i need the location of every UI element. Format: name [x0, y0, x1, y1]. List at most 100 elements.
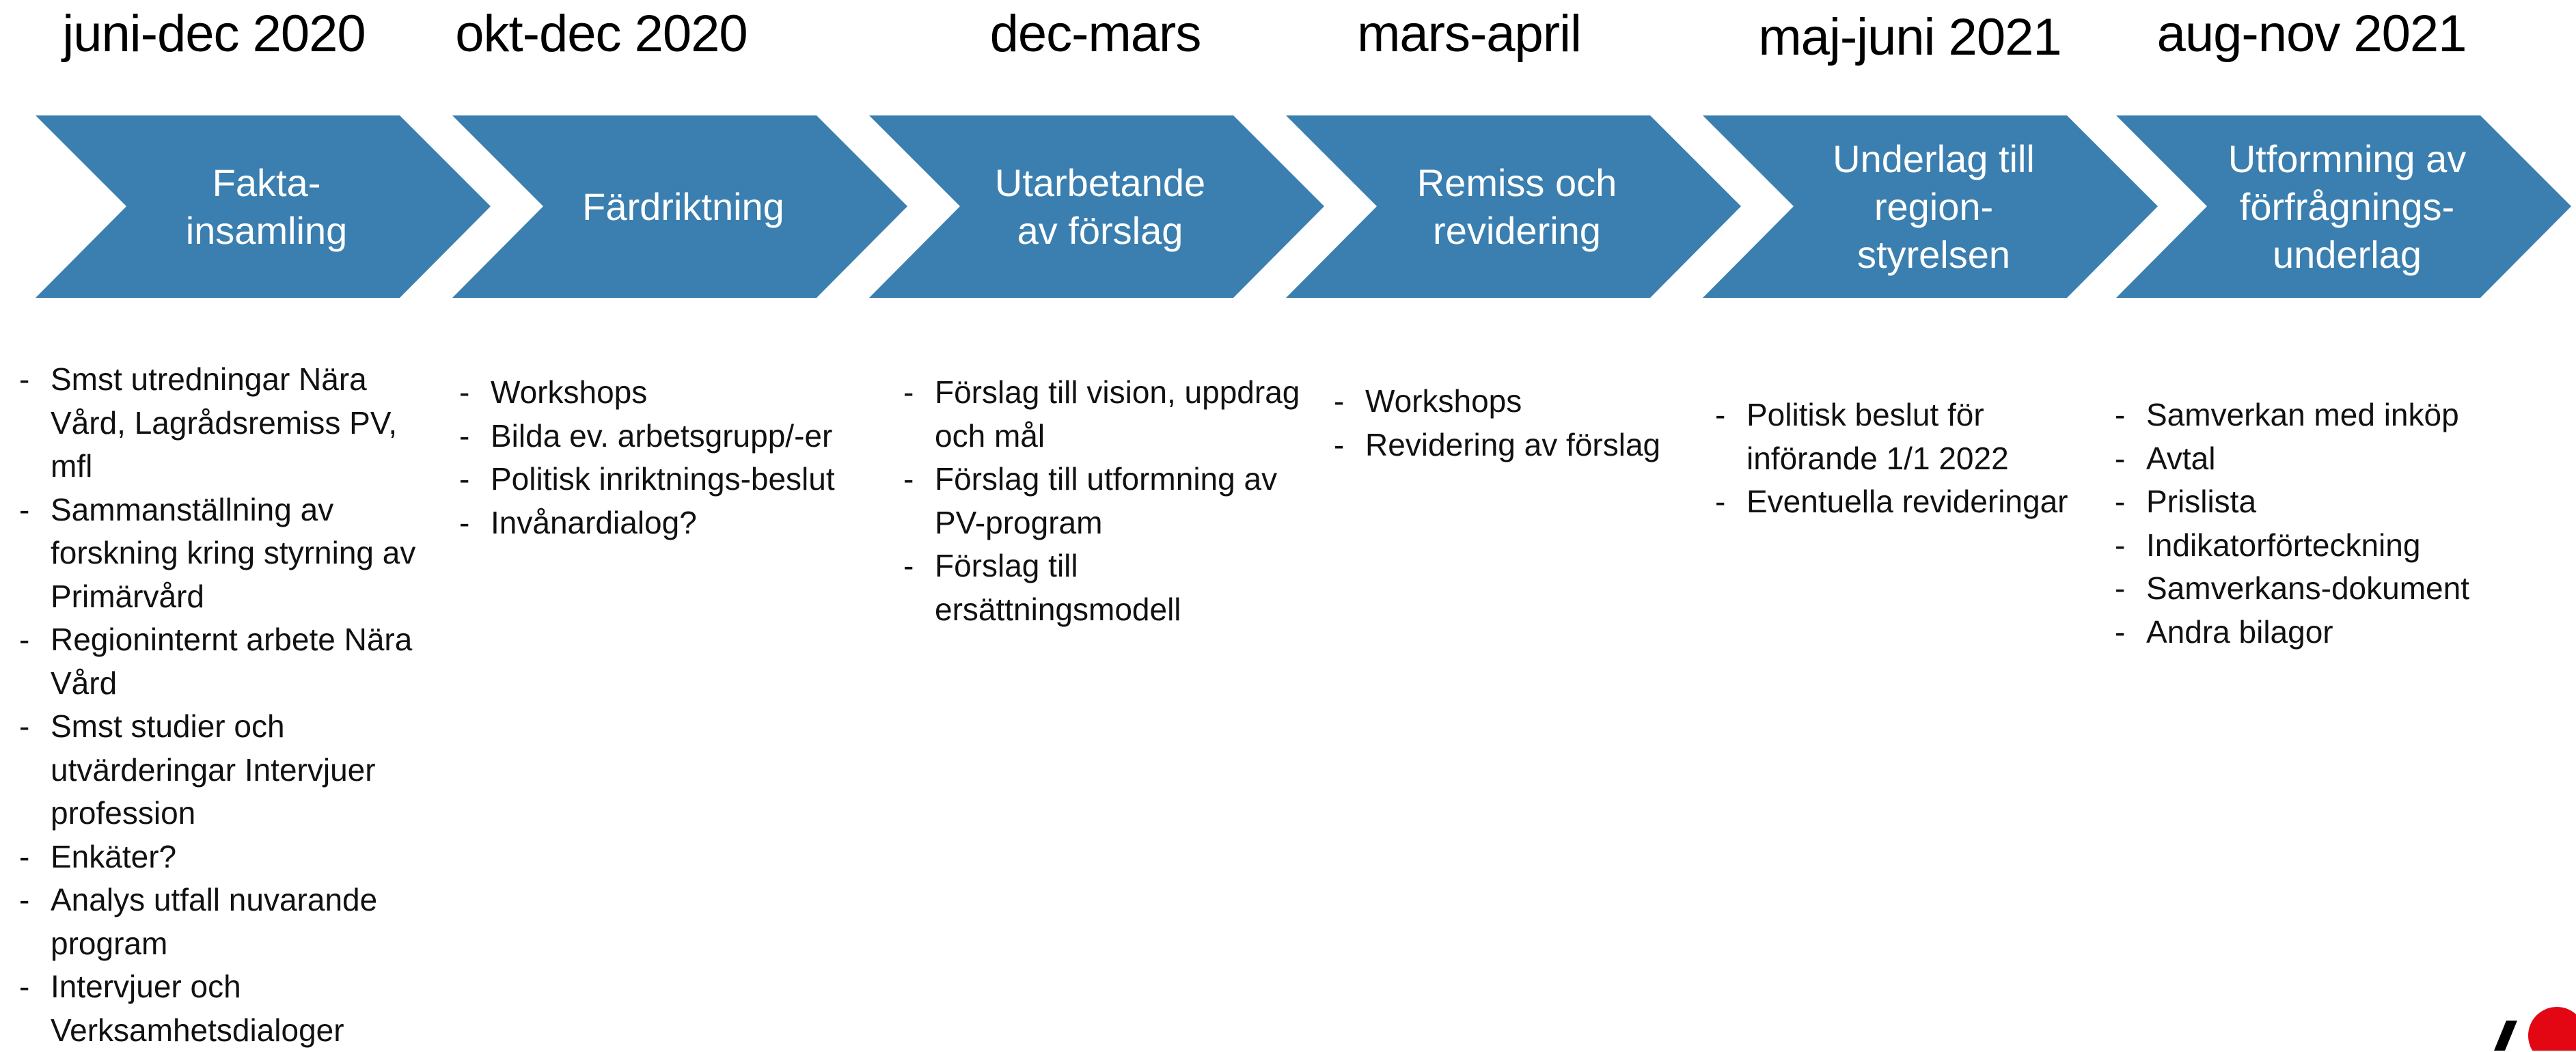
period-heading-6: aug-nov 2021 [2156, 5, 2467, 63]
chevron-title-2: Färdriktning [582, 184, 784, 228]
activity-item-text: Politisk inriktnings-beslut [491, 461, 835, 497]
bullet-dash: - [2115, 570, 2126, 606]
bullet-dash: - [903, 548, 914, 583]
bullet-dash: - [19, 882, 30, 917]
activity-list-3: -Förslag till vision, uppdrag och mål-Fö… [903, 371, 1306, 631]
activity-item-text: Workshops [1365, 383, 1522, 419]
chevron-title-3: Utarbetande av förslag [994, 161, 1206, 252]
activity-item-text: Andra bilagor [2146, 613, 2333, 650]
activity-list-1: -Smst utredningar Nära Vård, Lagrådsremi… [19, 358, 443, 1052]
organisation-logo [2494, 982, 2576, 1051]
chevron-title-1: Fakta- insamling [185, 161, 348, 252]
period-heading-3: dec-mars [989, 5, 1202, 63]
activity-item: -Förslag till vision, uppdrag och mål [903, 371, 1306, 458]
bullet-dash: - [2115, 440, 2126, 476]
activity-item: -Smst utredningar Nära Vård, Lagrådsremi… [19, 358, 443, 488]
activity-item: -Politisk beslut för införande 1/1 2022 [1715, 393, 2105, 480]
chevron-title-5: Underlag till region- styrelsen [1833, 137, 2035, 276]
period-heading-2: okt-dec 2020 [455, 5, 748, 63]
bullet-dash: - [2115, 527, 2126, 563]
activity-item-text: Bilda ev. arbetsgrupp/-er [491, 417, 833, 454]
bullet-dash: - [19, 622, 30, 657]
activity-list-2: -Workshops-Bilda ev. arbetsgrupp/-er-Pol… [459, 371, 869, 544]
activity-item-text: Avtal [2146, 440, 2216, 476]
activity-item-text: Intervjuer och Verksamhetsdialoger [51, 969, 344, 1048]
activity-item-text: Samverkans-dokument [2146, 570, 2469, 606]
bullet-dash: - [2115, 397, 2126, 432]
activity-item: -Sammanställning av forskning kring styr… [19, 488, 443, 619]
activity-item-text: Analys utfall nuvarande program [51, 882, 378, 961]
activity-item: -Intervjuer och Verksamhetsdialoger [19, 965, 443, 1052]
bullet-dash: - [1715, 397, 1726, 432]
activity-item-text: Förslag till vision, uppdrag och mål [935, 374, 1300, 454]
chevron-step-1 [36, 115, 491, 298]
activity-item: -Samverkan med inköp [2115, 393, 2552, 437]
chevron-label-6: Utformning av förfrågnings- underlag [2204, 115, 2491, 298]
chevron-step-4 [1286, 115, 1741, 298]
chevron-label-2: Färdriktning [540, 115, 827, 298]
bullet-dash: - [459, 461, 470, 497]
activity-item-text: Politisk beslut för införande 1/1 2022 [1746, 397, 2009, 476]
activity-item-text: Eventuella revideringar [1746, 484, 2068, 519]
bullet-dash: - [903, 374, 914, 410]
bullet-dash: - [19, 708, 30, 744]
activity-item-text: Smst studier och utvärderingar Intervjue… [51, 708, 376, 831]
bullet-dash: - [1334, 426, 1345, 462]
activity-item: -Politisk inriktnings-beslut [459, 458, 869, 501]
bullet-dash: - [19, 969, 30, 1004]
activity-item-text: Prislista [2146, 484, 2257, 519]
bullet-dash: - [459, 374, 470, 410]
bullet-dash: - [459, 417, 470, 454]
bullet-dash: - [19, 361, 30, 397]
bullet-dash: - [2115, 613, 2126, 650]
chevron-label-3: Utarbetande av förslag [957, 115, 1244, 298]
process-chevrons [36, 115, 2571, 298]
bullet-dash: - [2115, 484, 2126, 519]
activity-item: -Förslag till utformning av PV-program [903, 458, 1306, 544]
activity-item: -Invånardialog? [459, 501, 869, 545]
chevron-label-4: Remiss och revidering [1373, 115, 1660, 298]
activity-item: -Smst studier och utvärderingar Intervju… [19, 705, 443, 835]
activity-list-5: -Politisk beslut för införande 1/1 2022-… [1715, 393, 2105, 524]
activity-item: -Analys utfall nuvarande program [19, 878, 443, 965]
activity-item: -Enkäter? [19, 835, 443, 879]
bullet-dash: - [19, 838, 30, 874]
activity-item: -Workshops [459, 371, 869, 415]
activity-item: -Andra bilagor [2115, 611, 2552, 654]
bullet-dash: - [903, 461, 914, 497]
activity-item-text: Sammanställning av forskning kring styrn… [51, 491, 416, 614]
activity-item-text: Regioninternt arbete Nära Vård [51, 622, 413, 701]
activity-list-4: -Workshops-Revidering av förslag [1334, 380, 1716, 467]
chevron-title-6: Utformning av förfrågnings- underlag [2228, 137, 2467, 276]
activity-item: -Förslag till ersättningsmodell [903, 544, 1306, 631]
activity-item: -Prislista [2115, 480, 2552, 524]
period-heading-4: mars-april [1357, 5, 1582, 63]
chevron-step-5 [1703, 115, 2158, 298]
activity-item-text: Revidering av förslag [1365, 426, 1661, 462]
chevron-label-1: Fakta- insamling [123, 115, 410, 298]
bullet-dash: - [1334, 383, 1345, 419]
activity-item-text: Förslag till ersättningsmodell [935, 548, 1181, 627]
activity-item: -Regioninternt arbete Nära Vård [19, 618, 443, 705]
activity-item: -Samverkans-dokument [2115, 567, 2552, 611]
activity-item-text: Enkäter? [51, 838, 177, 874]
period-heading-5: maj-juni 2021 [1758, 8, 2061, 66]
activity-item-text: Samverkan med inköp [2146, 397, 2459, 432]
activity-item: -Indikatorförteckning [2115, 524, 2552, 568]
activity-list-6: -Samverkan med inköp-Avtal-Prislista-Ind… [2115, 393, 2552, 654]
chevron-step-3 [869, 115, 1324, 298]
bullet-dash: - [459, 504, 470, 540]
activity-item-text: Indikatorförteckning [2146, 527, 2421, 563]
chevron-step-2 [452, 115, 907, 298]
activity-item-text: Förslag till utformning av PV-program [935, 461, 1278, 540]
activity-item: -Revidering av förslag [1334, 424, 1716, 467]
chevron-label-5: Underlag till region- styrelsen [1790, 115, 2077, 298]
bullet-dash: - [1715, 484, 1726, 519]
activity-item: -Bilda ev. arbetsgrupp/-er [459, 415, 869, 458]
activity-item-text: Smst utredningar Nära Vård, Lagrådsremis… [51, 361, 398, 484]
activity-item: -Workshops [1334, 380, 1716, 424]
activity-item-text: Invånardialog? [491, 504, 697, 540]
activity-item: -Avtal [2115, 437, 2552, 481]
chevron-title-4: Remiss och revidering [1416, 161, 1617, 252]
activity-item-text: Workshops [491, 374, 648, 410]
